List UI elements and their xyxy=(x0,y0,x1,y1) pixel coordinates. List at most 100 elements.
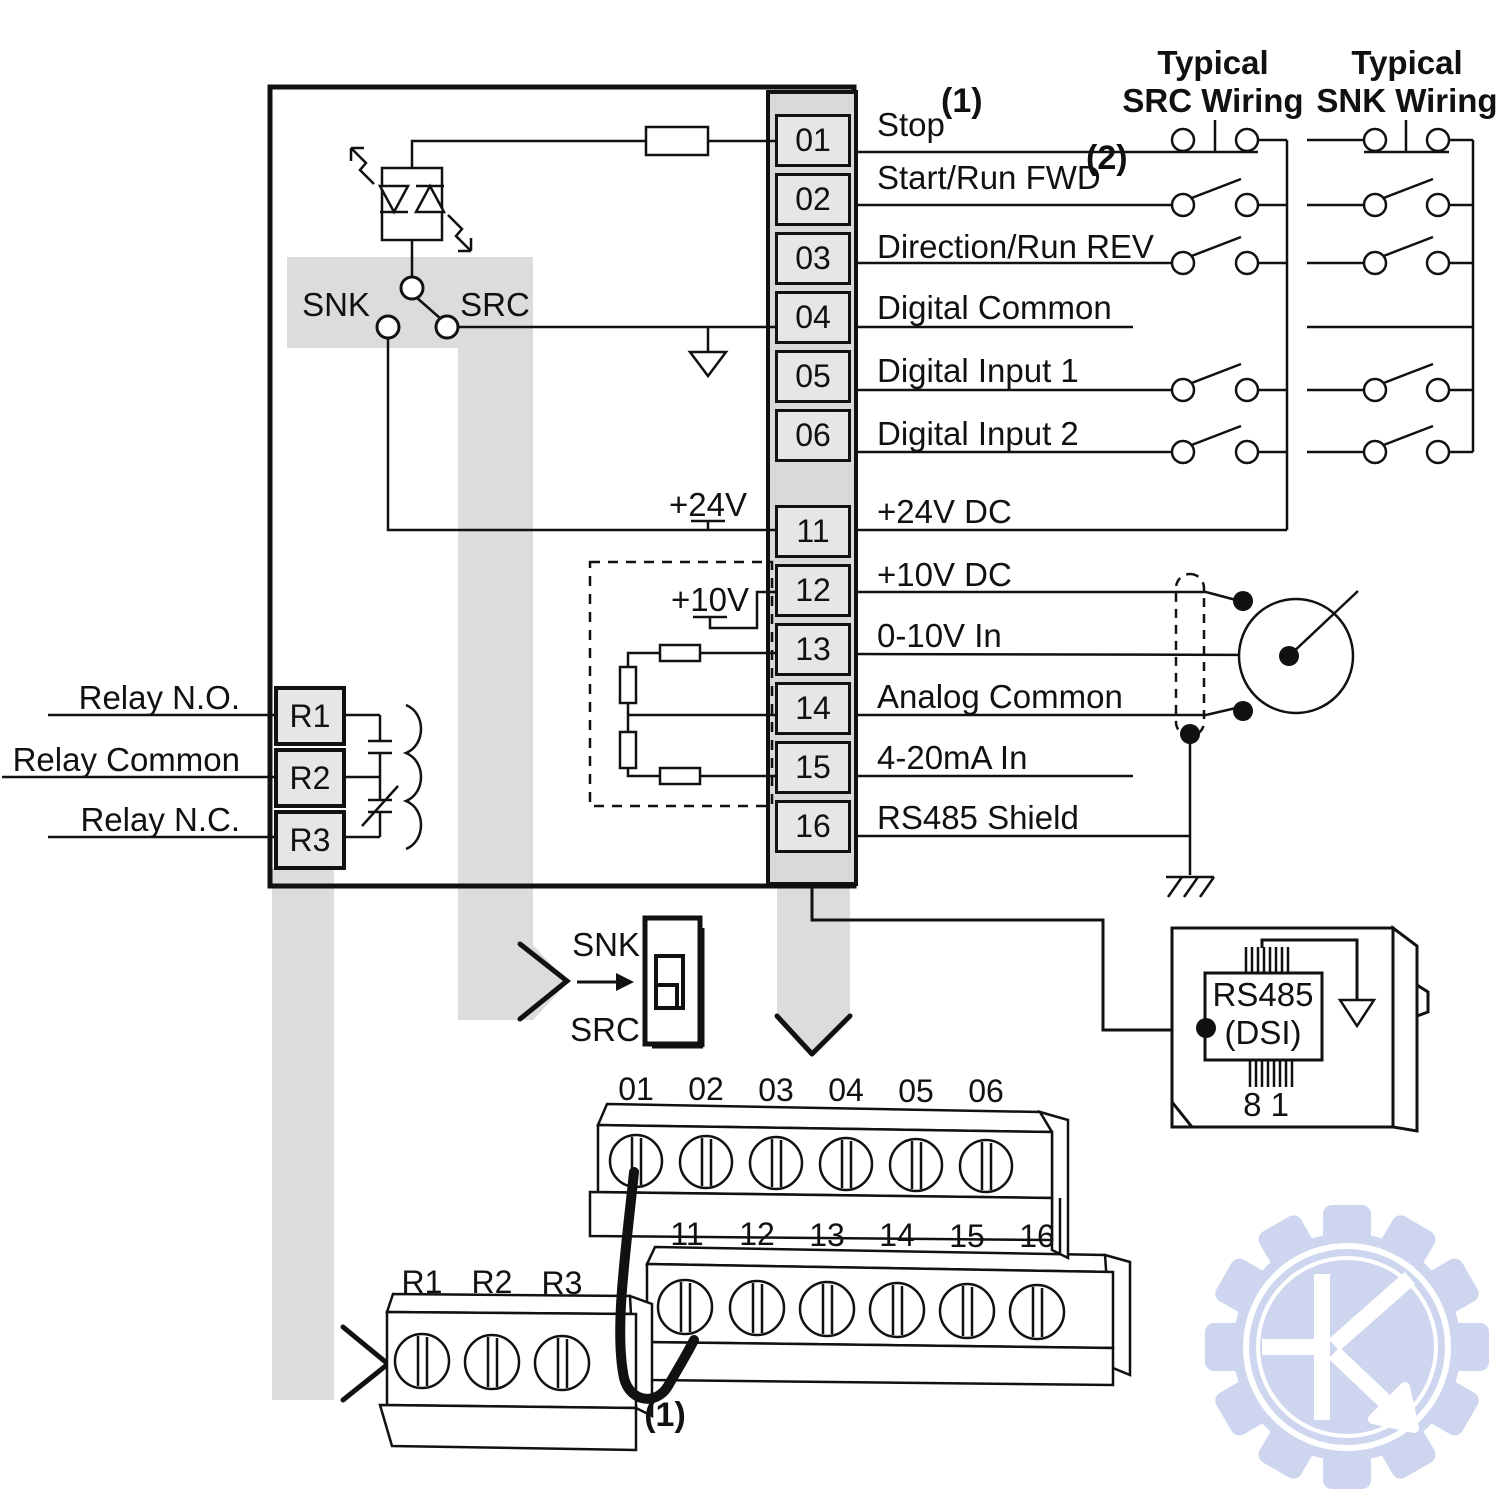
jumper-footnote: (1) xyxy=(644,1396,686,1434)
terminal-number: 03 xyxy=(795,240,831,276)
block-number: 02 xyxy=(688,1071,724,1107)
terminal-number: 01 xyxy=(795,122,831,158)
terminal-cell: 16 xyxy=(775,800,851,853)
terminal-block-relay xyxy=(378,1292,654,1452)
block-number: 13 xyxy=(809,1217,845,1253)
src-wiring-header: Typical xyxy=(1157,44,1269,81)
src-wiring-header: SRC Wiring xyxy=(1122,82,1304,119)
row-label-0-10v: 0-10V In xyxy=(877,617,1002,654)
relay-terminal-cell: R1 xyxy=(274,686,346,746)
relay-terminal-cell: R2 xyxy=(274,748,346,808)
snk-wiring-header: SNK Wiring xyxy=(1316,82,1498,119)
row-label-direction: Direction/Run REV xyxy=(877,228,1154,265)
field-wiring xyxy=(855,120,1475,838)
row-label-10vdc: +10V DC xyxy=(877,556,1012,593)
dip-switch-symbol xyxy=(577,915,705,1049)
relay-no-label: Relay N.O. xyxy=(78,679,240,716)
jumper-wire xyxy=(615,1167,699,1404)
terminal-band xyxy=(777,887,850,1056)
terminal-block-01-06 xyxy=(588,1102,1070,1261)
row-label-analog-common: Analog Common xyxy=(877,678,1123,715)
terminal-number: 16 xyxy=(795,808,831,844)
snk-label: SNK xyxy=(302,286,370,323)
terminal-number: 11 xyxy=(796,513,830,549)
relay-common-label: Relay Common xyxy=(12,741,240,778)
row-label-start: Start/Run FWD xyxy=(877,159,1101,196)
row-label-stop: Stop xyxy=(877,106,945,143)
src-label: SRC xyxy=(460,286,530,323)
block-number: 06 xyxy=(968,1073,1004,1109)
plus10v-label: +10V xyxy=(671,581,749,618)
terminal-number: 12 xyxy=(795,572,831,608)
dip-src-label: SRC xyxy=(570,1011,640,1048)
terminal-number: 14 xyxy=(795,690,831,726)
relay-band xyxy=(272,868,334,1400)
block-number: R2 xyxy=(471,1264,513,1300)
terminal-block-11-16 xyxy=(638,1245,1132,1387)
analog-input-dashed-box xyxy=(588,560,774,808)
terminal-number: 05 xyxy=(795,358,831,394)
snk-wiring-header: Typical xyxy=(1351,44,1463,81)
terminal-number: 04 xyxy=(795,299,831,335)
terminal-cell: 11 xyxy=(775,505,851,558)
row-label-24vdc: +24V DC xyxy=(877,493,1012,530)
ground-icon xyxy=(687,350,729,379)
terminal-cell: 03 xyxy=(775,232,851,285)
block-number: 11 xyxy=(670,1216,704,1252)
band-arrowhead-icon xyxy=(774,1013,853,1057)
optocoupler-symbol xyxy=(349,146,473,253)
terminal-cell: 05 xyxy=(775,350,851,403)
terminal-number: 13 xyxy=(795,631,831,667)
terminal-cell: 14 xyxy=(775,682,851,735)
terminal-cell: 02 xyxy=(775,173,851,226)
block-number: 03 xyxy=(758,1072,794,1108)
watermark-gear-icon xyxy=(1205,1205,1489,1489)
block-number: R1 xyxy=(401,1264,443,1300)
resistor-symbols xyxy=(618,125,710,786)
snk-src-switch-symbol xyxy=(375,275,460,340)
terminal-cell: 01 xyxy=(775,114,851,167)
dsi-pin-numbers: 8 1 xyxy=(1243,1086,1289,1123)
terminal-number: R1 xyxy=(289,697,331,734)
terminal-number: 15 xyxy=(795,749,831,785)
dsi-label: (DSI) xyxy=(1224,1014,1302,1051)
block-number: R3 xyxy=(541,1265,583,1301)
row-label-digital-common: Digital Common xyxy=(877,289,1112,326)
relay-terminal-cell: R3 xyxy=(274,810,346,870)
terminal-number: 06 xyxy=(795,417,831,453)
terminal-cell: 06 xyxy=(775,409,851,462)
row-label-digital-input2: Digital Input 2 xyxy=(877,415,1079,452)
block-number: 16 xyxy=(1019,1218,1055,1254)
terminal-cell: 04 xyxy=(775,291,851,344)
block-number: 01 xyxy=(618,1071,654,1107)
rs485-label: RS485 xyxy=(1212,976,1314,1013)
internal-wires xyxy=(2,139,776,839)
row-label-rs485-shield: RS485 Shield xyxy=(877,799,1079,836)
row-label-digital-input1: Digital Input 1 xyxy=(877,352,1079,389)
rs485-wire xyxy=(810,884,1197,1032)
dip-snk-label: SNK xyxy=(572,926,640,963)
terminal-number: R2 xyxy=(289,759,331,796)
shield-ground xyxy=(1166,734,1216,898)
footnote-ref: (1) xyxy=(941,82,983,120)
terminal-number: R3 xyxy=(289,821,331,858)
snk-src-band xyxy=(287,257,568,1020)
block-number: 12 xyxy=(739,1216,775,1252)
terminal-cell: 15 xyxy=(775,741,851,794)
dsi-node-dot xyxy=(1196,1018,1216,1038)
relay-nc-label: Relay N.C. xyxy=(80,801,240,838)
terminal-number: 02 xyxy=(795,181,831,217)
chevron-icon xyxy=(517,941,572,1022)
chevron-icon xyxy=(340,1324,392,1403)
block-number: 05 xyxy=(898,1073,934,1109)
block-number: 15 xyxy=(949,1218,985,1254)
block-number: 14 xyxy=(879,1217,915,1253)
block-number: 04 xyxy=(828,1072,864,1108)
highlight-bands xyxy=(272,257,850,1400)
contact-circles xyxy=(1170,127,1451,465)
row-label-4-20ma: 4-20mA In xyxy=(877,739,1028,776)
footnote-ref: (2) xyxy=(1086,139,1128,177)
potentiometer-symbol xyxy=(1174,572,1359,744)
